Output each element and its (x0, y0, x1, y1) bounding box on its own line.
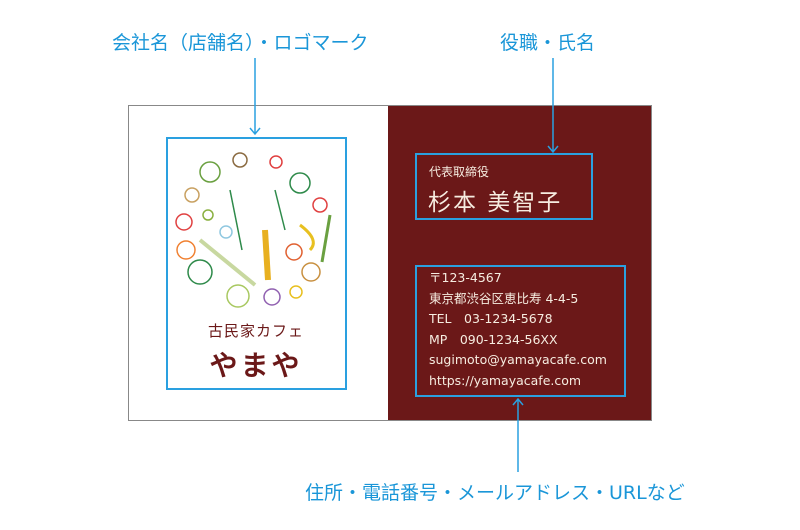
mobile-phone: MP 090-1234-56XX (429, 331, 558, 347)
arrow-logo (249, 58, 261, 136)
postal-code: 〒123-4567 (429, 270, 502, 285)
shop-subtitle: 古民家カフェ (207, 322, 304, 340)
website-url: https://yamayacafe.com (429, 372, 582, 388)
contact-info: 〒123-4567 東京都渋谷区恵比寿 4-4-5 TEL 03-1234-56… (429, 268, 607, 392)
phone: TEL 03-1234-5678 (429, 311, 553, 327)
email: sugimoto@yamayacafe.com (429, 352, 607, 368)
vegetable-illustration (175, 152, 332, 308)
business-card (128, 105, 652, 421)
name-area-box (415, 153, 593, 220)
arrow-name (547, 58, 559, 154)
job-title: 代表取締役 (429, 165, 490, 179)
shop-name: やまや (209, 349, 303, 382)
callout-name-label: 役職・氏名 (500, 32, 596, 54)
contact-area-box (415, 265, 626, 397)
card-front (129, 106, 388, 420)
logo-area-box (166, 137, 347, 390)
callout-logo-label: 会社名（店舗名）・ロゴマーク (112, 32, 369, 54)
address: 東京都渋谷区恵比寿 4-4-5 (429, 290, 579, 306)
person-name: 杉本 美智子 (428, 190, 563, 216)
callout-contact-label: 住所・電話番号・メールアドレス・URLなど (305, 482, 685, 504)
arrow-contact (512, 397, 524, 472)
card-back (388, 106, 651, 420)
